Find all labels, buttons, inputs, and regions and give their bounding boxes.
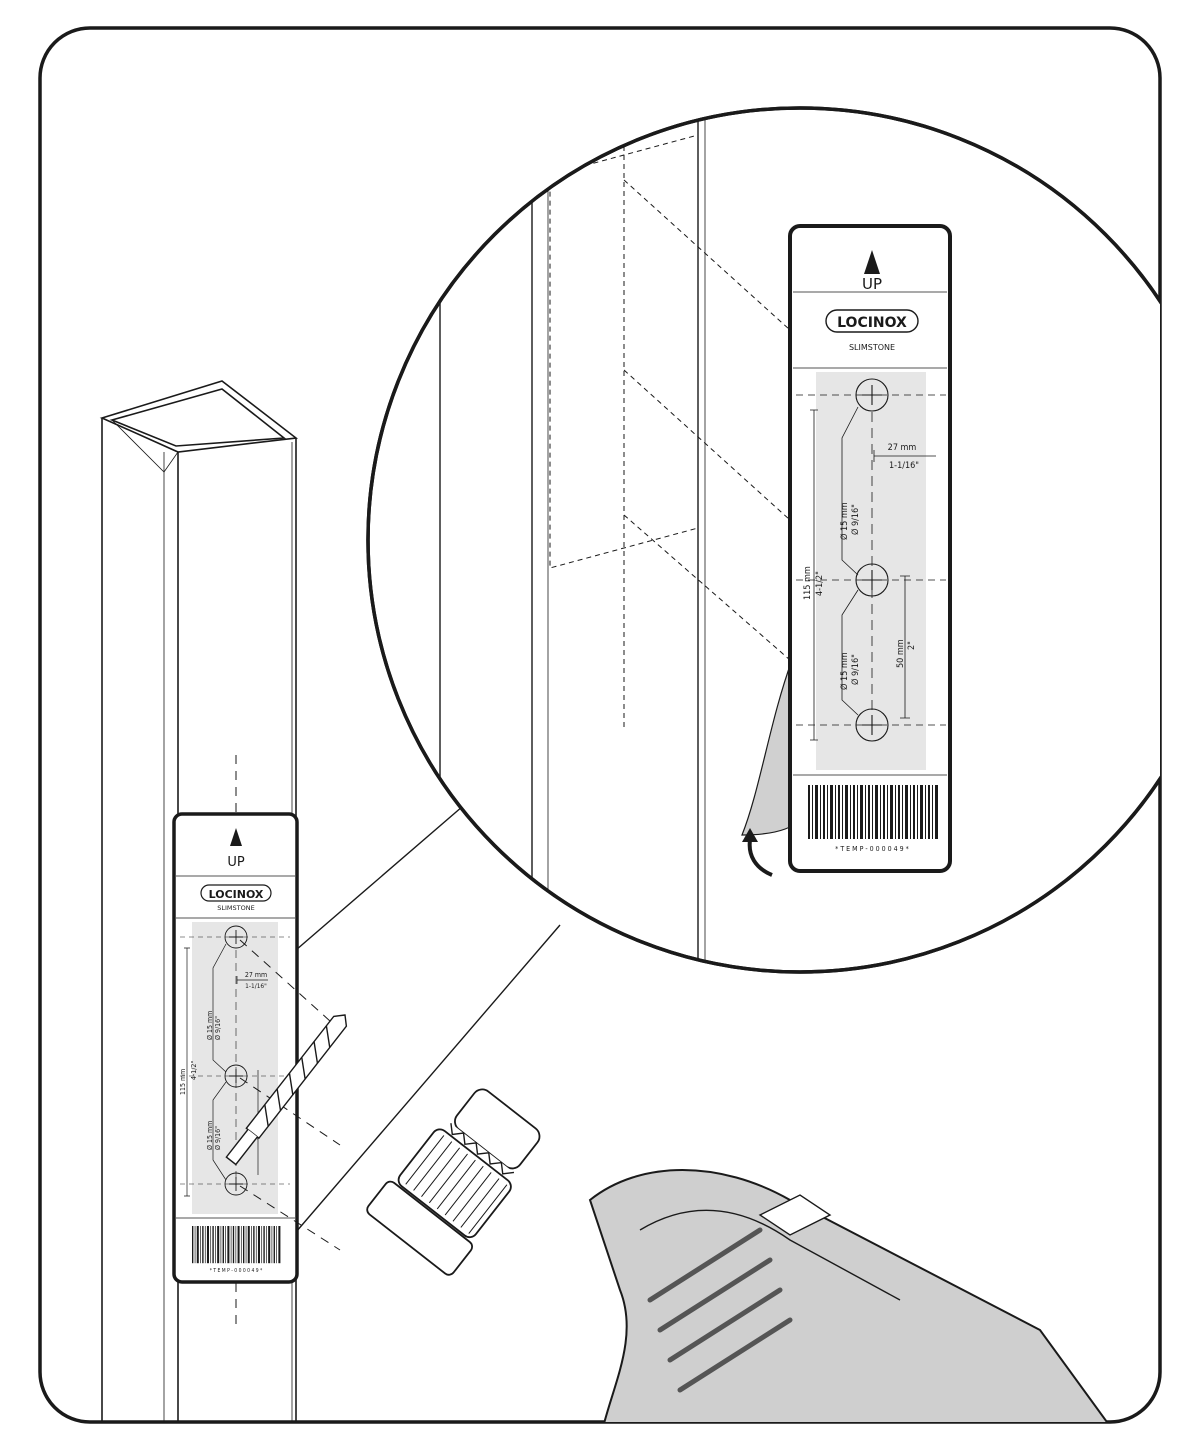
spacing-top-mm: 27 mm: [245, 971, 267, 979]
hole-lower-inch: Ø 9/16": [850, 654, 861, 685]
hole-lower-mm: Ø 15 mm: [206, 1121, 214, 1150]
up-label: UP: [862, 275, 882, 293]
hole-upper-mm: Ø 15 mm: [206, 1011, 214, 1040]
hole-upper-mm: Ø 15 mm: [839, 502, 850, 540]
spacing-top-inch: 1-1/16": [889, 461, 919, 471]
spacing-top-inch: 1-1/16": [245, 982, 267, 990]
spacing-bottom-mm: 50 mm: [896, 639, 906, 668]
template-small: UP LOCINOX SLIMSTONE 27 mm 1-1/16" Ø 15 …: [172, 812, 299, 1284]
up-arrow-icon: [230, 828, 242, 846]
height-inch: 4-1/2": [190, 1061, 198, 1080]
brand-logo: LOCINOX: [209, 888, 264, 901]
up-arrow-icon: [864, 250, 880, 274]
height-mm: 115 mm: [803, 566, 813, 600]
peel-arrow-icon: [747, 839, 773, 877]
product-name: SLIMSTONE: [849, 343, 895, 352]
up-label: UP: [227, 855, 245, 870]
hole-upper-inch: Ø 9/16": [214, 1016, 222, 1040]
height-mm: 115 mm: [179, 1069, 187, 1095]
spacing-bottom-inch: 2": [907, 641, 917, 650]
brand-logo: LOCINOX: [837, 315, 907, 331]
barcode-text: * T E M P - 0 0 0 0 4 9 *: [210, 1268, 263, 1274]
peel-backing: [741, 659, 801, 836]
barcode-text: * T E M P - 0 0 0 0 4 9 *: [835, 845, 909, 853]
spacing-top-mm: 27 mm: [888, 443, 917, 453]
product-name: SLIMSTONE: [217, 904, 254, 912]
template-large: UP LOCINOX SLIMSTONE 27 mm: [788, 224, 952, 873]
drill-icon: [225, 1014, 1122, 1422]
hole-lower-mm: Ø 15 mm: [839, 652, 850, 690]
height-inch: 4-1/2": [815, 571, 825, 596]
hole-lower-inch: Ø 9/16": [214, 1126, 222, 1150]
hole-upper-inch: Ø 9/16": [850, 504, 861, 535]
